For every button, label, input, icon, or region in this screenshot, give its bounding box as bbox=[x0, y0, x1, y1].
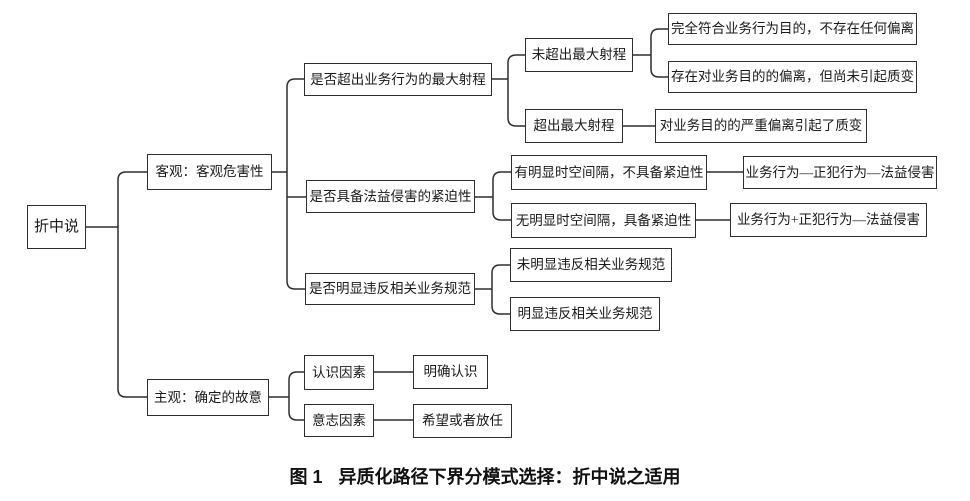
node-subjective: 主观：确定的故意 bbox=[147, 379, 269, 416]
node-fully-conform: 完全符合业务行为目的，不存在任何偏离 bbox=[668, 13, 917, 45]
figure-caption: 图 1 异质化路径下界分模式选择：折中说之适用 bbox=[0, 463, 970, 489]
node-deviation-no-change: 存在对业务目的的偏离，但尚未引起质变 bbox=[668, 61, 917, 93]
node-not-exceed-range: 未超出最大射程 bbox=[525, 38, 633, 72]
node-question-urgency: 是否具备法益侵害的紧迫性 bbox=[306, 180, 475, 213]
node-objective: 客观：客观危害性 bbox=[147, 154, 272, 190]
node-question-norms: 是否明显违反相关业务规范 bbox=[305, 273, 475, 305]
node-will-factor: 意志因素 bbox=[304, 404, 374, 437]
node-exceed-range: 超出最大射程 bbox=[525, 109, 623, 143]
node-hope-or-allow: 希望或者放任 bbox=[413, 404, 512, 438]
node-not-violate-norms: 未明显违反相关业务规范 bbox=[510, 248, 672, 282]
node-chain-combined: 业务行为+正犯行为—法益侵害 bbox=[730, 203, 927, 237]
node-gap-no-urgency: 有明显时空间隔，不具备紧迫性 bbox=[511, 155, 707, 190]
node-serious-deviation: 对业务目的的严重偏离引起了质变 bbox=[655, 109, 867, 143]
node-root: 折中说 bbox=[27, 205, 86, 249]
node-violate-norms: 明显违反相关业务规范 bbox=[510, 297, 660, 331]
node-no-gap-urgency: 无明显时空间隔，具备紧迫性 bbox=[511, 203, 696, 238]
node-clear-cognition: 明确认识 bbox=[413, 355, 488, 389]
figure-caption-title: 异质化路径下界分模式选择：折中说之适用 bbox=[338, 467, 681, 487]
node-cognition-factor: 认识因素 bbox=[304, 355, 374, 390]
node-question-range: 是否超出业务行为的最大射程 bbox=[304, 63, 492, 96]
figure-caption-label: 图 1 bbox=[289, 467, 323, 487]
node-chain-separate: 业务行为—正犯行为—法益侵害 bbox=[743, 156, 937, 189]
